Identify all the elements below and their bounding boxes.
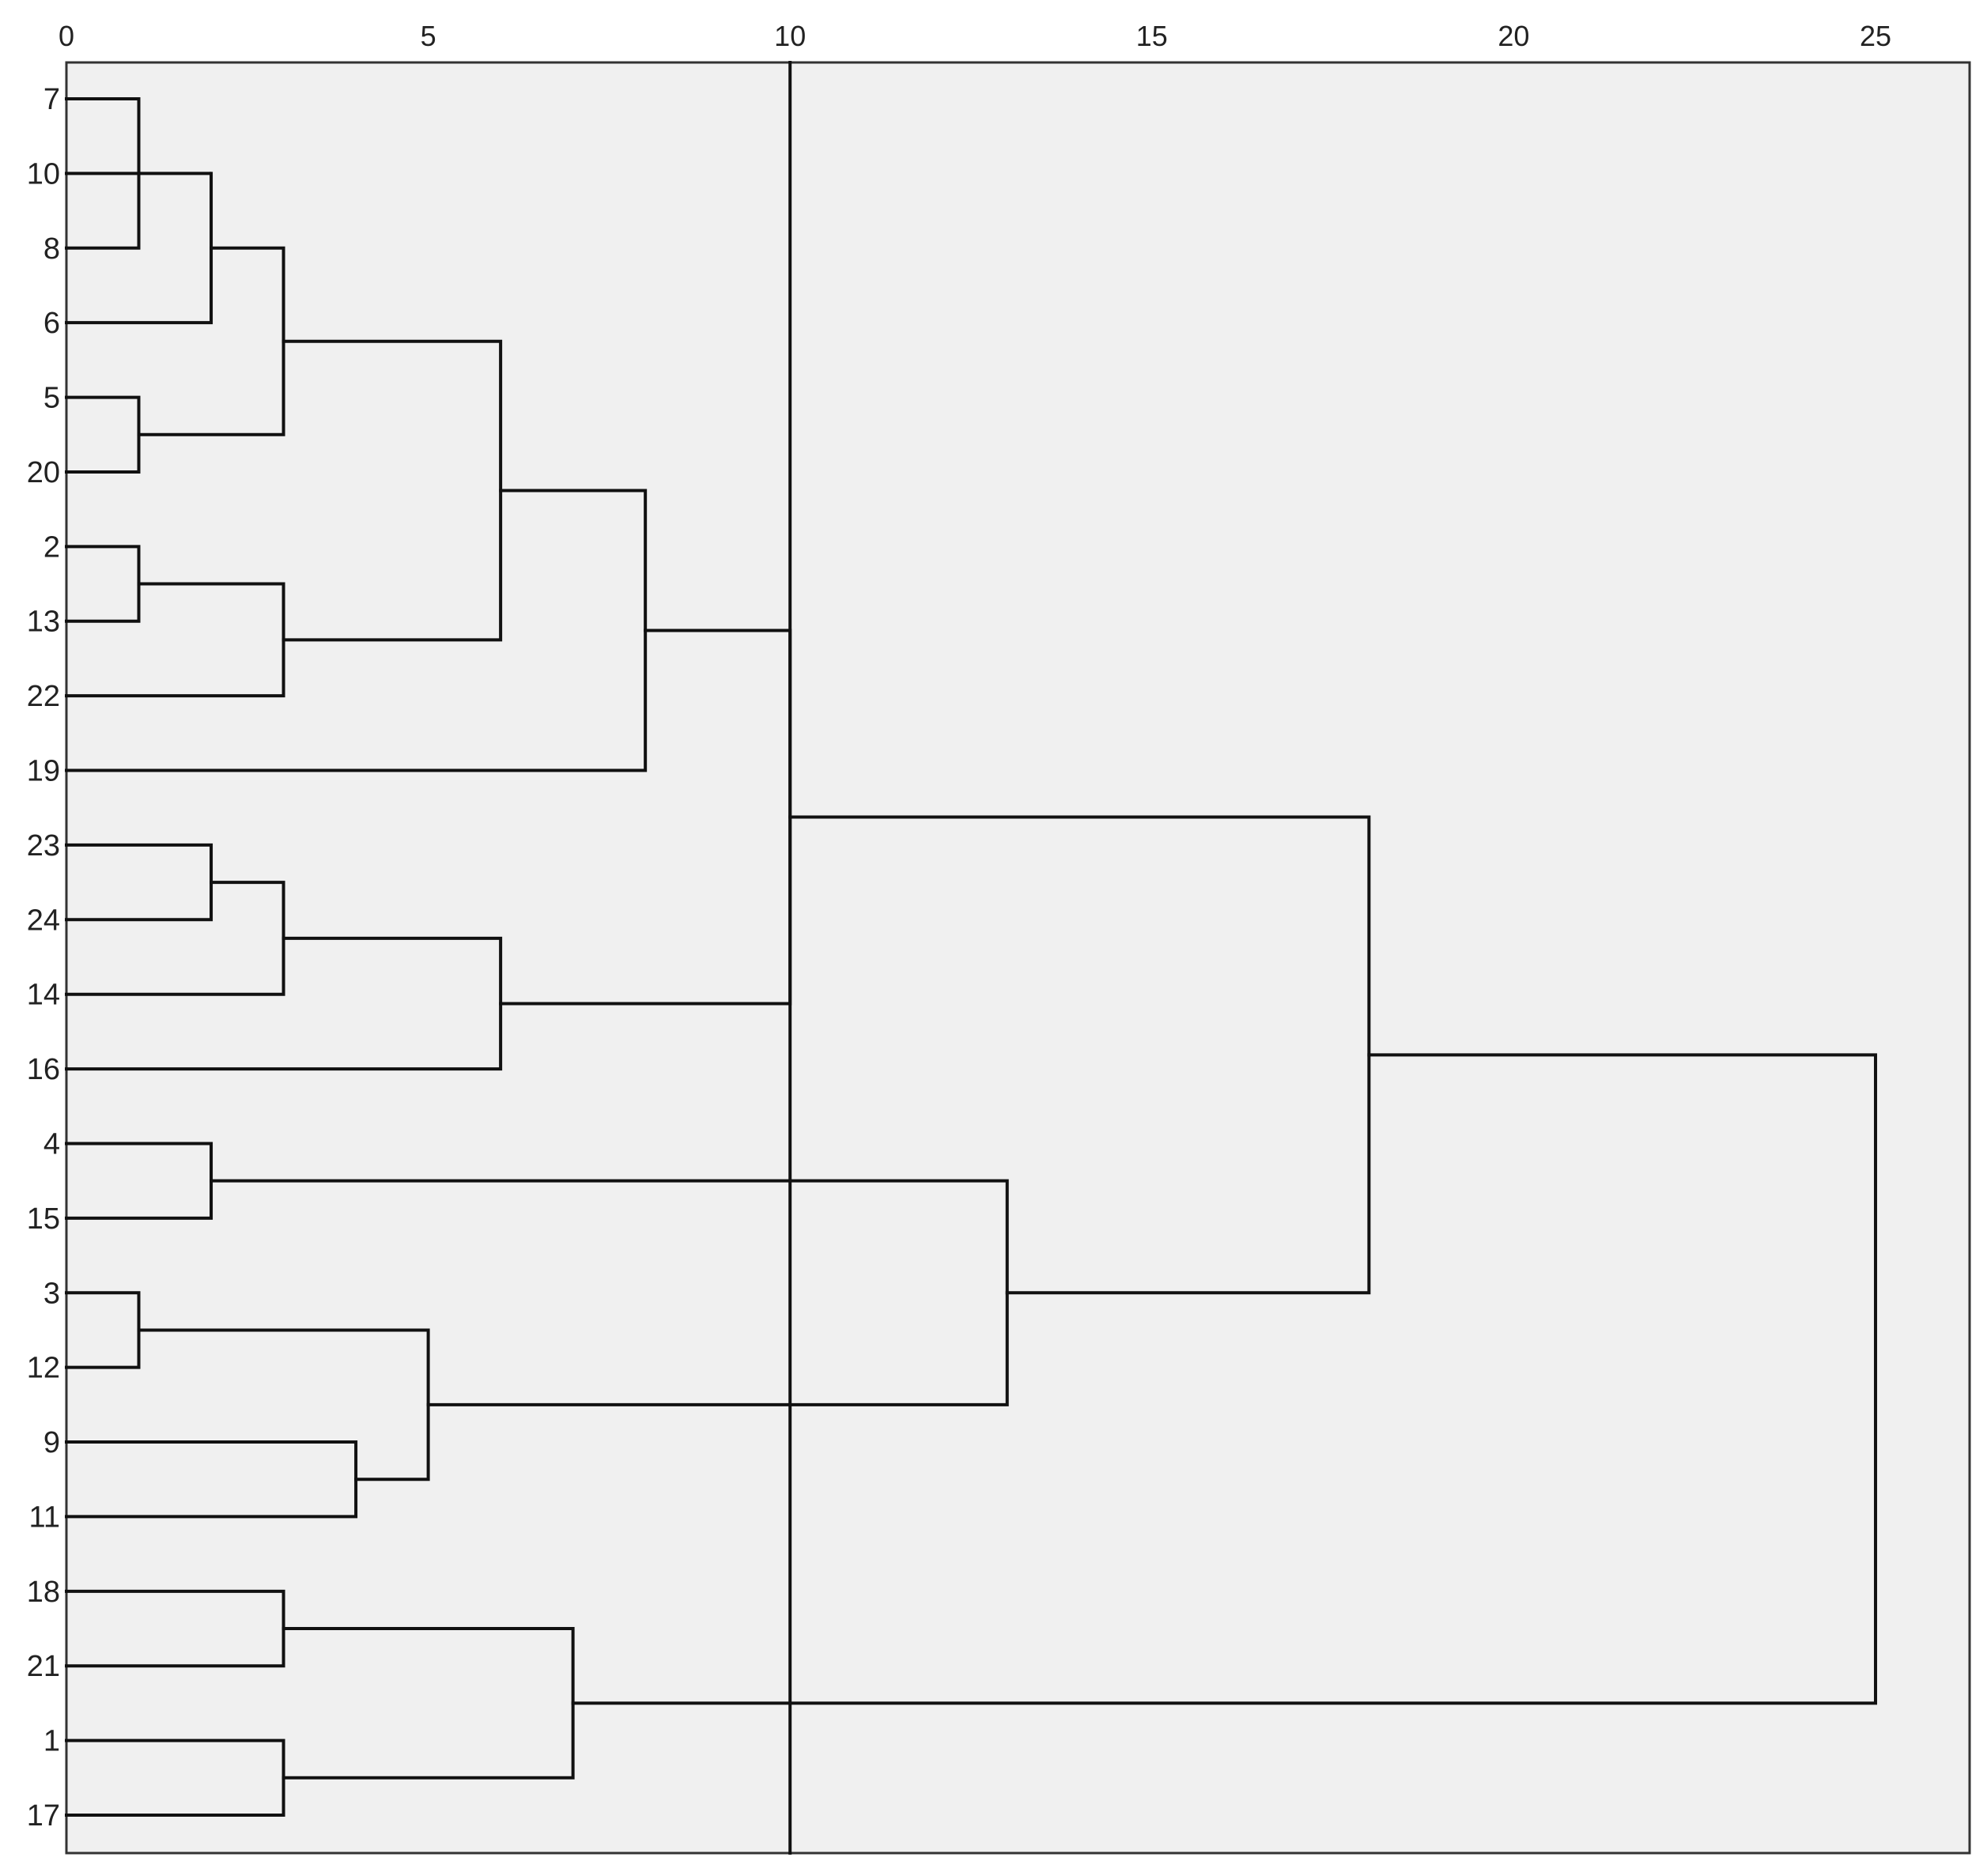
leaf-label: 2 [43, 530, 60, 564]
leaf-label: 17 [27, 1799, 60, 1833]
leaf-label: 7 [43, 83, 60, 116]
leaf-label: 12 [27, 1352, 60, 1385]
leaf-labels: 7 10 8 6 5 20 2 13 22 19 23 24 14 16 4 15 3 12 9 11 18 21 1 17 [27, 83, 60, 1833]
leaf-label: 16 [27, 1053, 60, 1086]
leaf-label: 20 [27, 456, 60, 489]
x-tick-label: 15 [1136, 20, 1168, 52]
x-tick-label: 10 [774, 20, 806, 52]
leaf-label: 14 [27, 979, 60, 1012]
x-axis-ticks: 0 5 10 15 20 25 [59, 20, 1891, 52]
leaf-label: 18 [27, 1576, 60, 1609]
leaf-label: 4 [43, 1127, 60, 1161]
dendrogram-link [65, 172, 213, 325]
dendrogram-link [571, 1053, 1878, 1705]
leaf-label: 21 [27, 1650, 60, 1683]
leaf-label: 9 [43, 1426, 60, 1459]
x-tick-label: 25 [1860, 20, 1891, 52]
leaf-label: 13 [27, 606, 60, 639]
leaf-label: 15 [27, 1202, 60, 1236]
leaf-label: 1 [43, 1725, 60, 1758]
plot-area [65, 61, 1971, 1855]
leaf-label: 5 [43, 382, 60, 415]
leaf-label: 24 [27, 904, 60, 937]
leaf-label: 6 [43, 307, 60, 340]
leaf-label: 22 [27, 680, 60, 713]
x-tick-label: 20 [1498, 20, 1529, 52]
leaf-label: 11 [29, 1500, 60, 1534]
leaf-label: 19 [27, 755, 60, 788]
x-tick-label: 0 [59, 20, 74, 52]
dendrogram-links [65, 61, 1878, 1855]
leaf-label: 8 [43, 232, 60, 266]
leaf-label: 3 [43, 1277, 60, 1310]
leaf-label: 23 [27, 829, 60, 863]
leaf-label: 10 [27, 157, 60, 191]
x-tick-label: 5 [421, 20, 436, 52]
